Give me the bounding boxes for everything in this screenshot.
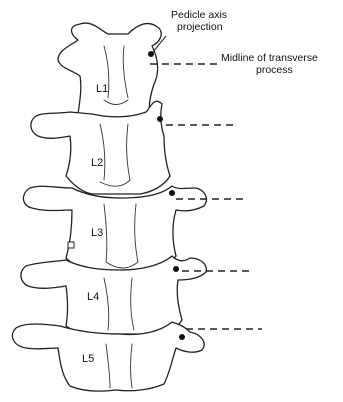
vertebra-label-l5: L5: [82, 353, 94, 365]
annotation-midline-line1: Midline of transverse: [221, 52, 318, 64]
vertebra-l1: [58, 23, 161, 125]
annotation-pedicle-line1: Pedicle axis: [171, 9, 227, 21]
vertebra-label-l2: L2: [91, 157, 103, 169]
pedicle-point-l2: [157, 116, 163, 122]
annotation-midline-line2: process: [256, 64, 293, 76]
annotation-pedicle-line2: projection: [177, 21, 223, 33]
l2-body: [31, 101, 170, 194]
l1-body: [58, 23, 161, 125]
l3-facet-marker: [68, 242, 74, 248]
vertebra-label-l4: L4: [87, 291, 99, 303]
pedicle-point-l3: [169, 190, 175, 196]
vertebra-label-l1: L1: [96, 83, 108, 95]
pedicle-point-l4: [173, 266, 179, 272]
pedicle-point-l5: [179, 334, 185, 340]
vertebra-l2: [31, 101, 170, 194]
vertebra-label-l3: L3: [91, 227, 103, 239]
